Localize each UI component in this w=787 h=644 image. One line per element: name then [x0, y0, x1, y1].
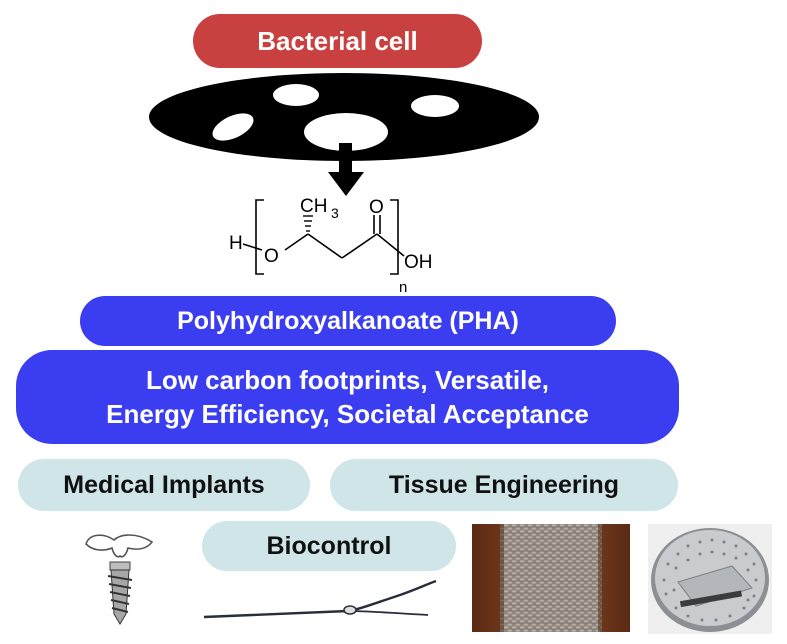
atom-o: O — [264, 246, 279, 267]
properties-line-1: Low carbon footprints, Versatile, — [145, 365, 550, 395]
atom-carbonyl-o: O — [369, 197, 384, 218]
repeat-n: n — [399, 279, 407, 296]
pha-properties: Low carbon footprints, Versatile, Energy… — [16, 350, 679, 444]
fiber-branch — [349, 610, 429, 616]
arrow-shaft — [339, 143, 352, 173]
application-tissue-engineering: Tissue Engineering — [330, 459, 678, 511]
o-c-bond — [284, 233, 309, 251]
implant-abutment — [109, 561, 131, 571]
woven-scaffold-graphic — [472, 524, 630, 632]
h-o-bond — [242, 243, 263, 251]
c-ch2-bond — [307, 233, 343, 259]
granule-2 — [411, 95, 459, 117]
granule-4 — [304, 113, 388, 151]
granule-3 — [212, 113, 254, 141]
atom-h: H — [229, 233, 243, 254]
hashed-wedge — [303, 215, 313, 232]
atom-ch3-sub: 3 — [331, 205, 339, 221]
implant-screw-icon — [107, 569, 133, 625]
fiber-knot — [343, 605, 357, 615]
tooth-crown-icon — [85, 534, 154, 558]
biocontrol-fiber-image — [203, 579, 437, 619]
perforated-disc-photo — [648, 524, 772, 634]
pha-label: Polyhydroxyalkanoate (PHA) — [80, 296, 616, 346]
application-medical-implants: Medical Implants — [18, 459, 310, 511]
properties-line-2: Energy Efficiency, Societal Acceptance — [106, 399, 589, 429]
atom-oh: OH — [404, 252, 433, 273]
left-bracket — [255, 199, 264, 275]
granule-1 — [273, 84, 319, 106]
right-bracket — [390, 199, 399, 275]
woven-scaffold-photo — [472, 524, 630, 632]
atom-ch3: CH — [300, 196, 327, 217]
arrow-down-icon — [328, 172, 364, 196]
c-oh-bond — [376, 233, 405, 257]
perforated-disc-graphic — [648, 524, 772, 634]
fiber-strand — [203, 579, 437, 619]
dental-implant-image — [85, 534, 154, 625]
application-biocontrol: Biocontrol — [202, 521, 456, 571]
bacterial-cell-label: Bacterial cell — [193, 14, 482, 68]
ch2-co-bond — [341, 233, 378, 259]
